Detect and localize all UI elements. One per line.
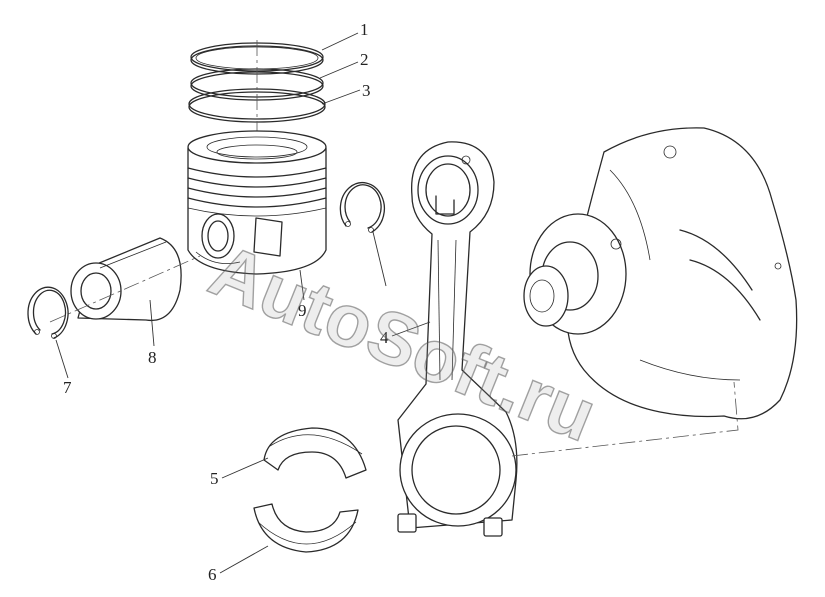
callout-3: 3 — [362, 81, 371, 100]
pin-axis-line — [49, 255, 201, 323]
callout-8: 8 — [148, 348, 157, 367]
callout-5: 5 — [210, 469, 219, 488]
crankshaft-axis-line — [511, 381, 739, 457]
callout-9: 9 — [298, 301, 307, 320]
crankshaft — [523, 127, 798, 420]
piston-pin — [70, 237, 182, 322]
leader-lines — [55, 32, 431, 574]
callout-4: 4 — [380, 328, 389, 347]
piston — [187, 130, 327, 275]
connecting-rod — [397, 141, 518, 537]
callout-2: 2 — [360, 50, 369, 69]
callout-7: 7 — [63, 378, 72, 397]
bearing-shell-upper — [263, 427, 367, 479]
circlip-left — [27, 286, 69, 339]
callout-6: 6 — [208, 565, 217, 584]
callout-1: 1 — [360, 20, 369, 39]
circlip-right — [339, 182, 386, 233]
bearing-shell-lower — [253, 503, 359, 553]
callout-labels: 1 2 3 4 5 6 7 8 9 — [63, 20, 389, 584]
